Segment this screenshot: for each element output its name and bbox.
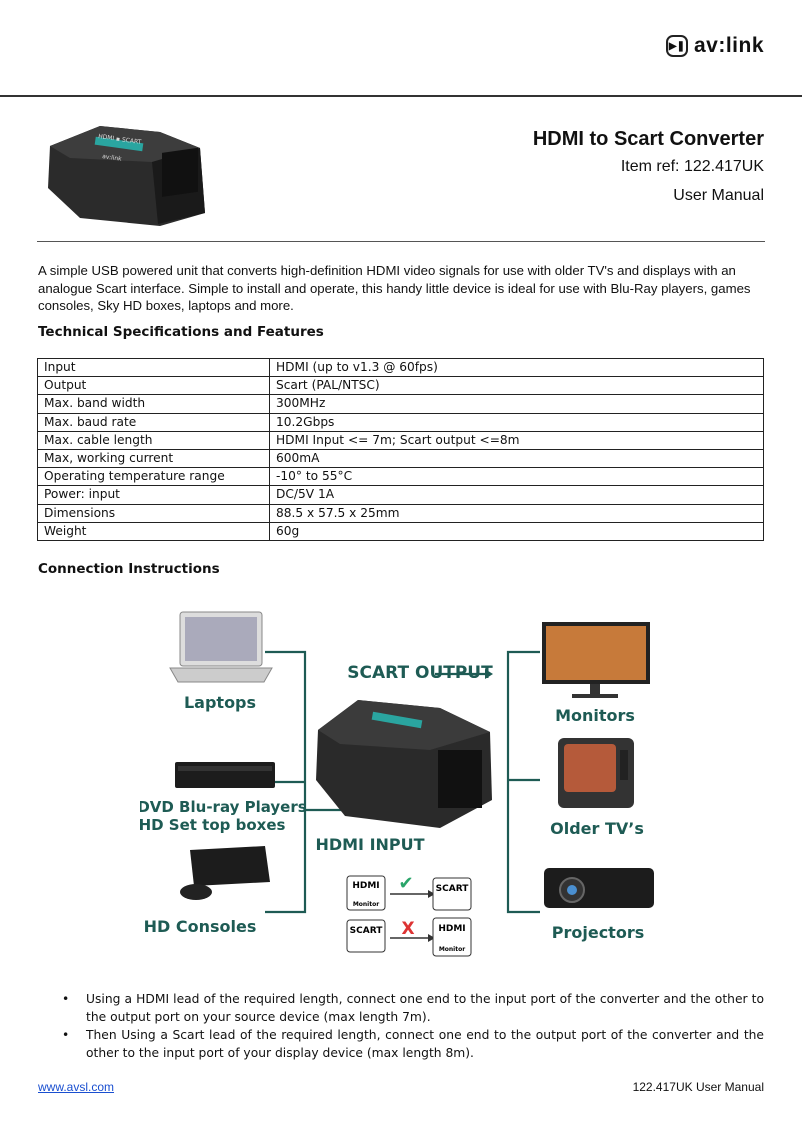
compat-scart-1: SCART xyxy=(436,884,470,894)
product-label: av:link xyxy=(102,153,123,163)
spec-label: Power: input xyxy=(37,485,270,505)
diagram-output-tvs: Older TV’s xyxy=(550,819,644,838)
bluray-player-icon xyxy=(175,762,275,788)
cross-icon: X xyxy=(401,919,414,939)
spec-heading: Technical Specifications and Features xyxy=(38,324,324,340)
spec-label: Max. band width xyxy=(37,394,270,414)
compat-monitor-2: Monitor xyxy=(439,946,465,953)
logo-text: av:link xyxy=(693,34,764,57)
spec-label: Weight xyxy=(37,521,270,542)
play-pause-icon: ▶❚ xyxy=(665,35,688,57)
website-link[interactable]: www.avsl.com xyxy=(38,1080,115,1094)
connection-diagram: Laptops DVD Blu-ray Players HD Set top b… xyxy=(140,611,654,957)
diagram-source-dvd: DVD Blu-ray Players xyxy=(140,798,307,816)
spec-value: 600mA xyxy=(269,449,764,469)
header-divider xyxy=(0,95,802,97)
game-console-icon xyxy=(180,846,270,900)
spec-value: 88.5 x 57.5 x 25mm xyxy=(269,503,764,523)
compat-monitor-1: Monitor xyxy=(353,901,379,908)
spec-label: Input xyxy=(37,357,270,378)
monitor-icon xyxy=(542,622,650,698)
crt-tv-icon xyxy=(558,738,634,808)
laptop-icon xyxy=(169,611,273,683)
compat-scart-2: SCART xyxy=(350,926,384,936)
spec-value: Scart (PAL/NTSC) xyxy=(269,376,764,396)
check-icon: ✔ xyxy=(398,873,413,894)
spec-label: Max. cable length xyxy=(37,430,270,451)
spec-label: Operating temperature range xyxy=(37,467,270,487)
bullet-icon: • xyxy=(62,992,70,1006)
diagram-source-laptops: Laptops xyxy=(184,693,256,712)
footer-doc-ref: 122.417UK User Manual xyxy=(632,1080,764,1094)
manual-label: User Manual xyxy=(673,187,764,204)
spec-label: Dimensions xyxy=(37,503,270,523)
instruction-list: •Using a HDMI lead of the required lengt… xyxy=(58,990,764,1062)
list-item: •Then Using a Scart lead of the required… xyxy=(62,1028,764,1060)
brand-logo: ▶❚ av:link xyxy=(665,34,764,58)
spec-label: Max. baud rate xyxy=(37,412,270,432)
diagram-output-monitors: Monitors xyxy=(555,706,635,725)
projector-icon xyxy=(544,868,654,908)
list-item: •Using a HDMI lead of the required lengt… xyxy=(62,992,764,1024)
spec-value: DC/5V 1A xyxy=(269,485,764,505)
intro-paragraph: A simple USB powered unit that converts … xyxy=(38,263,751,313)
converter-icon xyxy=(316,700,492,828)
spec-value: 60g xyxy=(269,521,764,542)
diagram-output-projectors: Projectors xyxy=(552,923,644,942)
spec-label: Output xyxy=(37,376,270,396)
spec-value: -10° to 55°C xyxy=(269,467,764,487)
spec-value: HDMI Input <= 7m; Scart output <=8m xyxy=(269,430,764,451)
diagram-source-consoles: HD Consoles xyxy=(144,917,257,936)
diagram-hdmi-input: HDMI INPUT xyxy=(315,835,424,854)
spec-value: 10.2Gbps xyxy=(269,412,764,432)
item-ref: Item ref: 122.417UK xyxy=(620,158,764,175)
compat-hdmi-2: HDMI xyxy=(438,924,465,934)
connection-heading: Connection Instructions xyxy=(38,561,220,577)
table-row: Operating temperature range-10° to 55°C xyxy=(37,467,764,487)
diagram-scart-output: SCART OUTPUT xyxy=(347,663,493,683)
spec-value: HDMI (up to v1.3 @ 60fps) xyxy=(269,357,764,378)
bullet-icon: • xyxy=(62,1028,70,1042)
spec-label: Max, working current xyxy=(37,449,270,469)
spec-value: 300MHz xyxy=(269,394,764,414)
diagram-source-settop: HD Set top boxes xyxy=(140,816,285,834)
product-image: HDMI ▪ SCART av:link xyxy=(48,126,205,226)
compat-hdmi-1: HDMI xyxy=(352,881,379,891)
section-divider xyxy=(37,241,765,242)
page-title: HDMI to Scart Converter xyxy=(532,128,764,150)
